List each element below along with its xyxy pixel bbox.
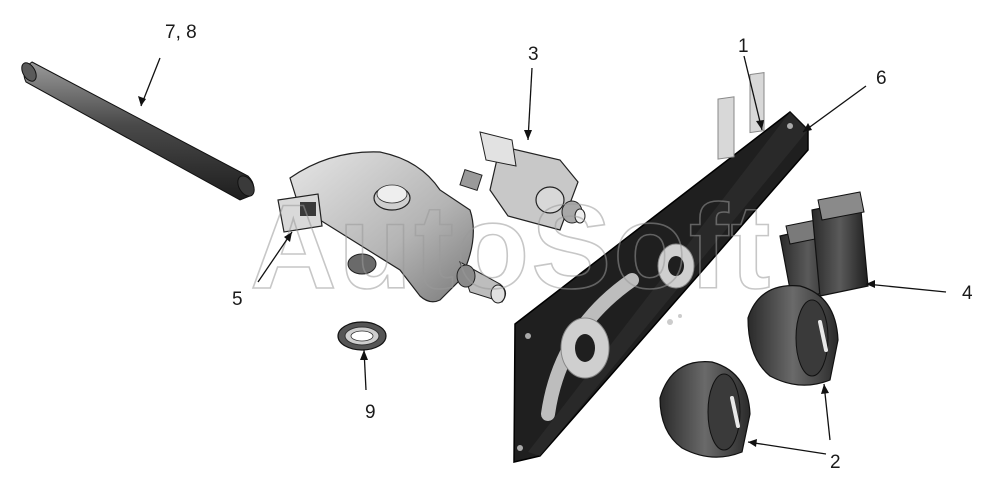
switch-part [459,131,586,231]
arrow-9 [360,350,368,360]
arrow-2-upper [821,384,829,394]
arrow-6 [803,123,812,132]
leader-4 [865,283,947,293]
label-2: 2 [830,452,841,473]
arrow-1 [756,120,764,130]
arrow-4 [866,280,875,288]
knob-lower-part [659,361,751,458]
arrow-3 [524,130,532,140]
callout-labels: 7, 8 3 1 6 4 5 9 2 [165,22,973,473]
arrow-5 [284,232,292,242]
leader-5 [257,231,293,283]
leader-2-lower [747,441,827,455]
label-7-8: 7, 8 [165,22,197,43]
washer-part [337,321,387,351]
label-6: 6 [876,68,887,89]
label-4: 4 [962,283,973,304]
watermark-text: AutoSoft [250,180,772,314]
leader-1 [743,55,763,131]
knob-upper-part [747,285,839,386]
bracket-part [277,151,506,304]
leader-6 [802,85,867,133]
arrow-7-8 [138,96,146,106]
rocker-switches-part [779,191,869,301]
label-5: 5 [232,289,243,310]
panel-part [513,72,809,463]
label-3: 3 [528,44,539,65]
rod-part [21,61,255,201]
label-9: 9 [365,402,376,423]
leader-3 [527,67,533,141]
leader-7-8 [140,57,161,107]
label-1: 1 [738,36,749,57]
arrow-2-lower [748,439,757,447]
leader-lines [138,55,947,455]
